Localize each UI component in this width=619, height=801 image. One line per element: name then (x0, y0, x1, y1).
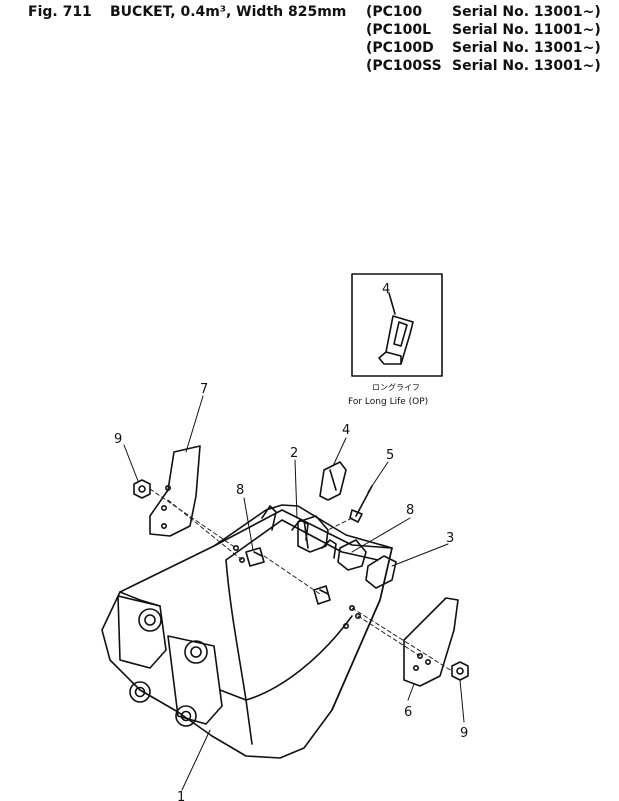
tooth-left (297, 515, 329, 553)
callout-7: 7 (200, 382, 208, 397)
inset-part-number: 4 (382, 282, 390, 297)
tooth-center (337, 539, 367, 571)
callout-4: 4 (342, 423, 350, 438)
pin (349, 485, 373, 523)
long-life-tooth-icon (378, 315, 414, 365)
leader-lines (123, 395, 465, 791)
serial-range: Serial No. 13001~) (452, 58, 601, 74)
serial-row: (PC100L Serial No. 11001~) (366, 22, 601, 38)
serial-row: (PC100D Serial No. 13001~) (366, 40, 601, 56)
callout-9-right: 9 (460, 726, 468, 741)
serial-model: (PC100L (366, 22, 432, 38)
inset-long-life-tooth (351, 273, 443, 377)
inset-caption: For Long Life (OP) (348, 397, 428, 407)
callout-8-left: 8 (236, 483, 244, 498)
bolt-left (245, 547, 265, 567)
callout-1: 1 (177, 790, 185, 801)
bolt-right (313, 585, 331, 605)
serial-range: Serial No. 11001~) (452, 22, 601, 38)
serial-row: (PC100 Serial No. 13001~) (366, 4, 601, 20)
serial-range: Serial No. 13001~) (452, 40, 601, 56)
inset-frame (351, 273, 443, 377)
serial-row: (PC100SS Serial No. 13001~) (366, 58, 601, 74)
bucket-body (101, 504, 393, 759)
figure-title: BUCKET, 0.4m³, Width 825mm (110, 4, 347, 20)
tooth-right (365, 555, 397, 589)
serial-model: (PC100D (366, 40, 434, 56)
figure-number: Fig. 711 (28, 4, 92, 20)
callout-6: 6 (404, 705, 412, 720)
nut-left (133, 479, 151, 499)
callout-2: 2 (290, 446, 298, 461)
side-cutter-left (149, 445, 201, 537)
assembly-lines (149, 488, 453, 672)
callout-8-right: 8 (406, 503, 414, 518)
callout-9-left: 9 (114, 432, 122, 447)
callout-5: 5 (386, 448, 394, 463)
serial-model: (PC100SS (366, 58, 442, 74)
inset-caption-jp: ロングライフ (372, 382, 420, 392)
tooth-long-life (319, 461, 347, 501)
leader-line (388, 292, 396, 315)
serial-range: Serial No. 13001~) (452, 4, 601, 20)
nut-right (451, 661, 469, 681)
serial-model: (PC100 (366, 4, 423, 20)
side-cutter-right (403, 597, 459, 687)
callout-3: 3 (446, 531, 454, 546)
